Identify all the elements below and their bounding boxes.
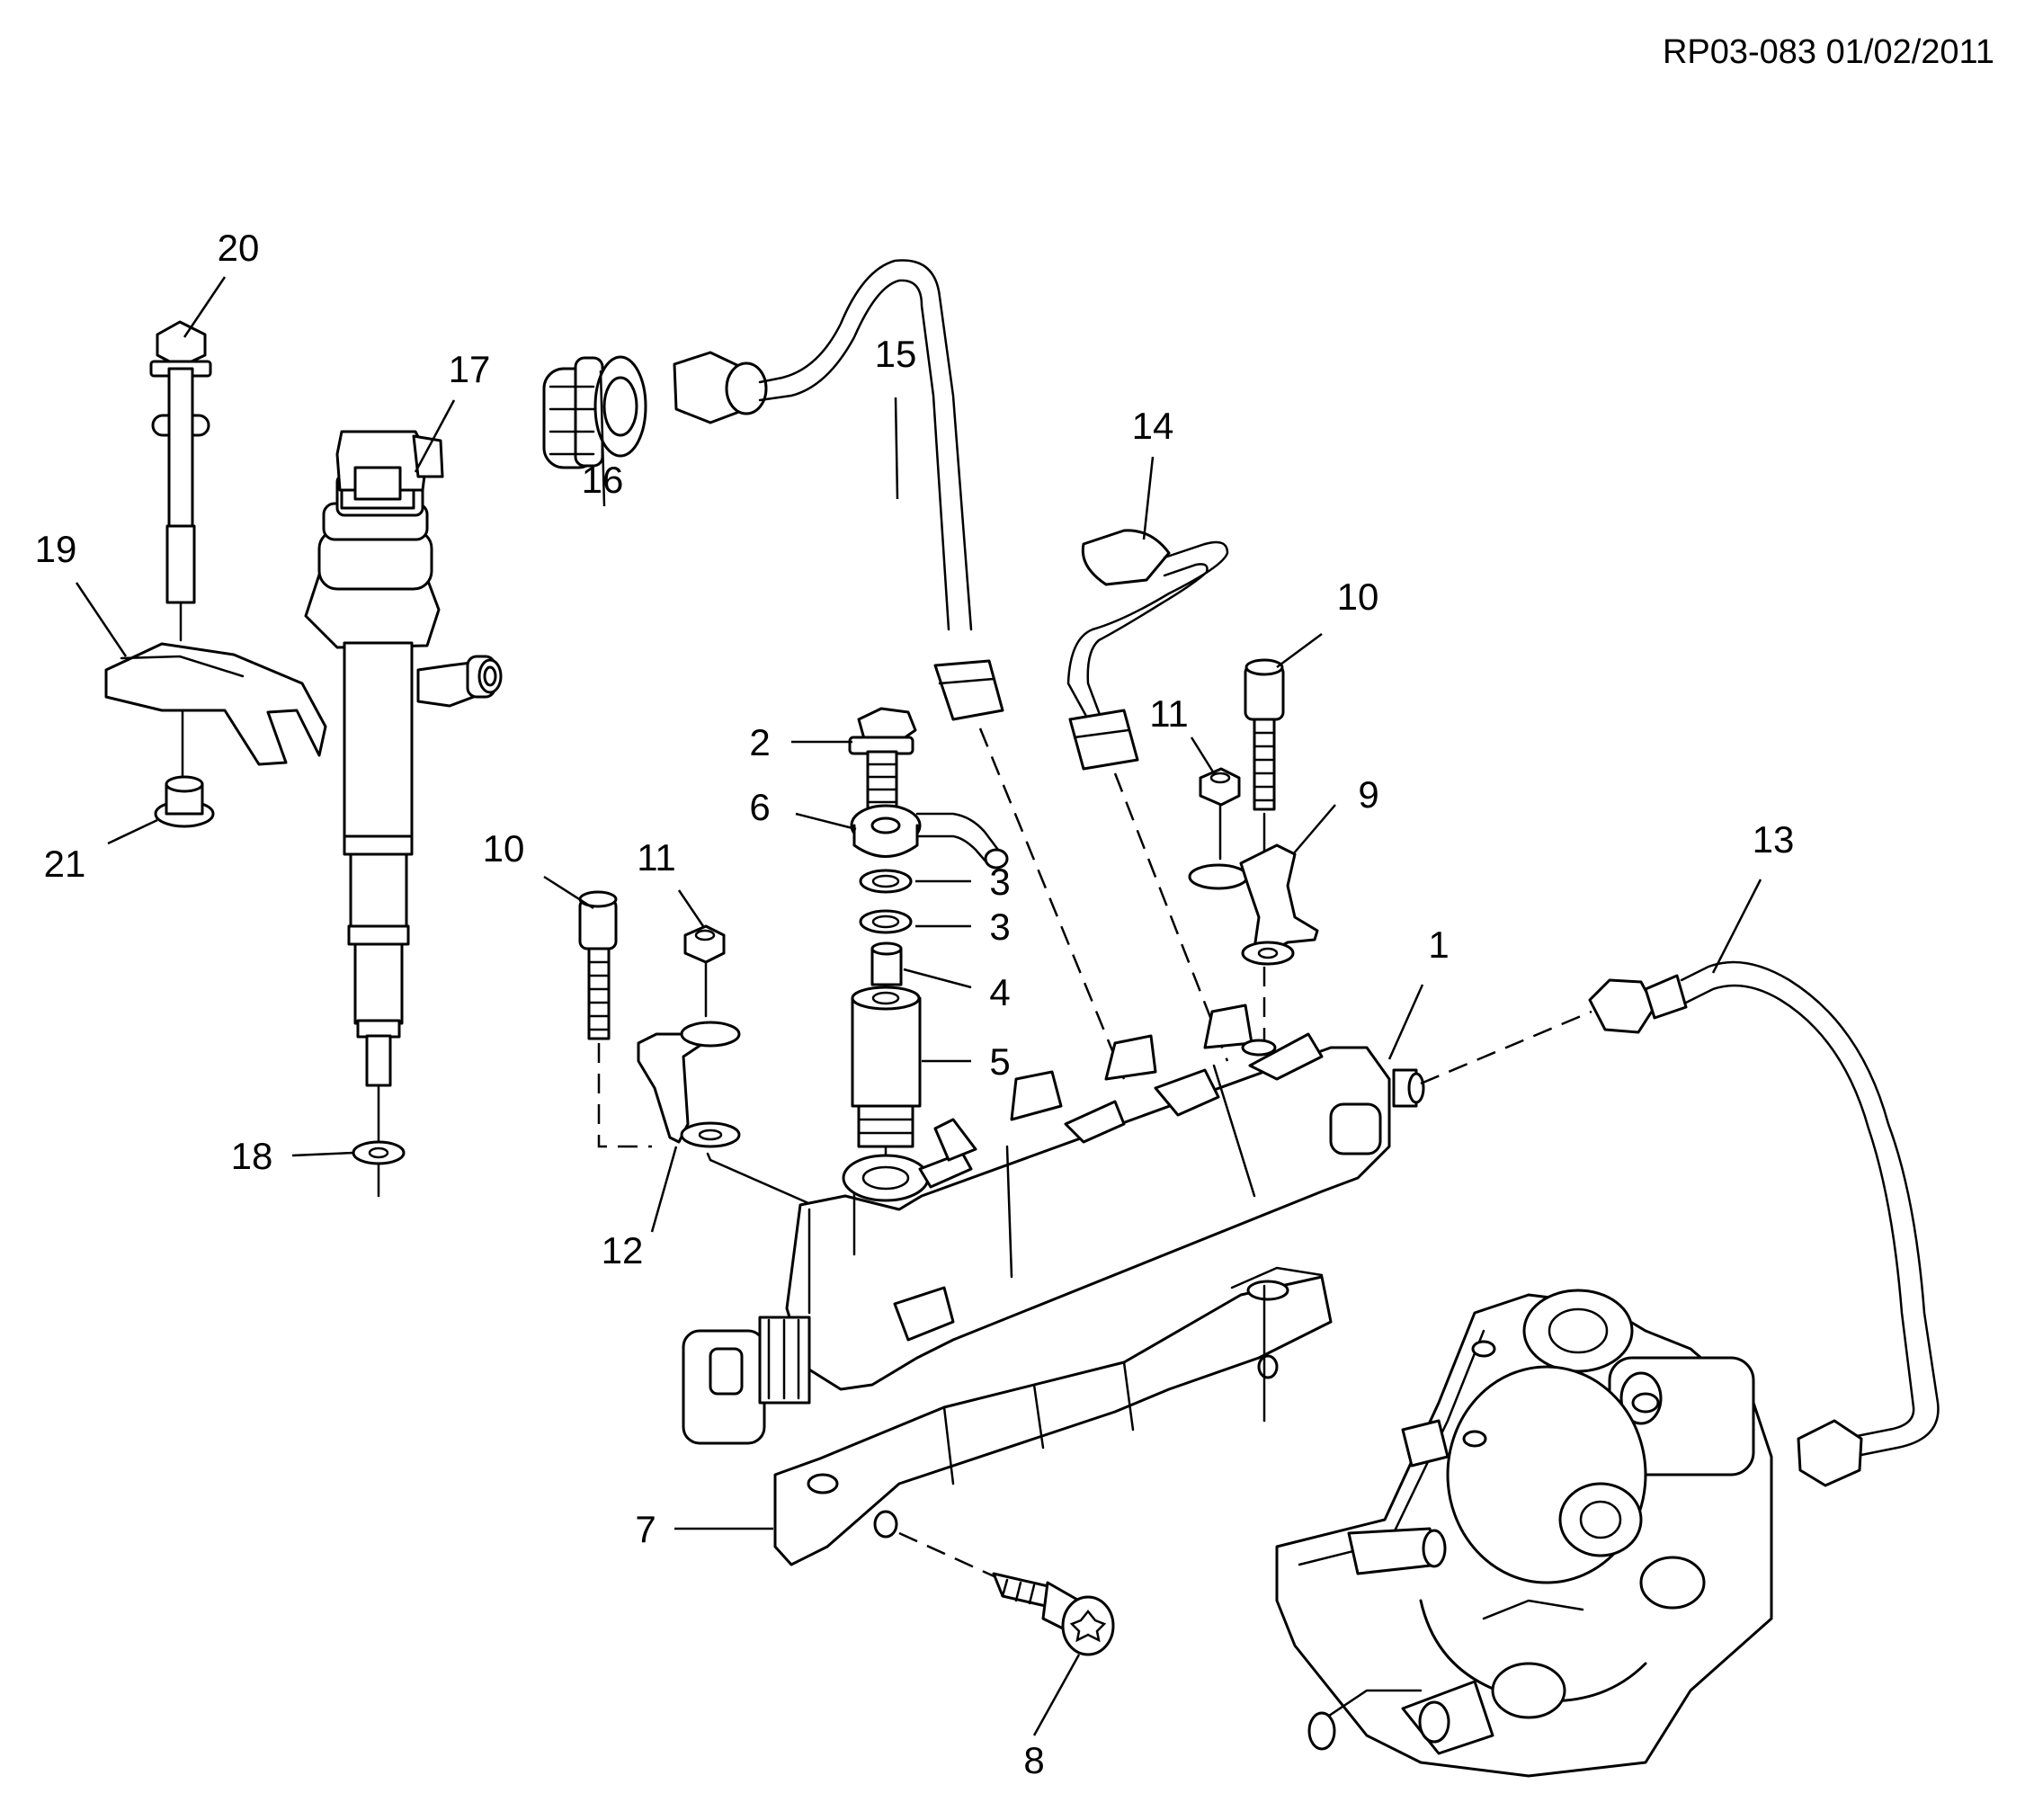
banjo-union [850,804,1009,870]
banjo-bolt [848,707,917,816]
bracket-bolt-alignment-line [898,1531,999,1580]
document-id: RP03-083 01/02/2011 [1663,33,1994,71]
high-pressure-pipe-13 [1588,960,1940,1487]
callout-20: 20 [218,227,260,269]
bolt-left-alignment-line [597,1043,652,1148]
callout-11a: 11 [637,836,676,879]
common-fuel-rail [682,1004,1425,1445]
callout-8: 8 [1023,1739,1044,1781]
callout-19: 19 [35,528,77,570]
pressure-limiter-valve [851,986,922,1175]
callout-9: 9 [1358,773,1378,816]
callout-16: 16 [582,459,624,501]
high-pressure-pump [1275,1289,1773,1778]
bracket-9 [1188,843,1319,966]
callout-10b: 10 [1337,575,1379,618]
injector-pipe-14 [1066,529,1229,771]
callout-6: 6 [749,786,770,828]
callout-14: 14 [1132,405,1174,447]
torx-bolt [992,1572,1115,1656]
callout-3a: 3 [989,861,1010,903]
socket-bolt-left [578,890,618,1040]
callout-11b: 11 [1149,692,1189,735]
callout-2: 2 [749,721,770,763]
callout-17: 17 [449,348,491,390]
fuel-injector [304,430,503,1198]
callout-7: 7 [635,1508,656,1550]
callout-labels: 1 2 3 3 4 5 6 7 8 9 10 10 11 11 12 13 14… [35,227,1795,1781]
spacer-sleeve [870,941,903,986]
nut-right [1199,767,1241,861]
callout-5: 5 [989,1040,1010,1083]
rail-to-pipe-13-line [1420,1010,1592,1085]
callout-4: 4 [989,971,1010,1013]
callout-12: 12 [602,1229,644,1271]
callout-10a: 10 [483,827,525,870]
bracket-12 [637,1021,741,1148]
callout-13: 13 [1753,818,1795,861]
bracket-12-link-line [706,1152,825,1211]
sealing-washer-lower [859,909,913,934]
injector-pipe-15 [673,259,1004,721]
pipe-14-alignment-line [1113,772,1229,1062]
clamp-bolt-assembly [149,320,212,642]
leader-lines [75,276,1762,1736]
callout-21: 21 [44,843,86,885]
nut-left [683,924,726,1018]
rail-mounting-bracket [773,1266,1333,1566]
callout-1: 1 [1428,923,1449,966]
clamp-washer [154,775,215,828]
callout-15: 15 [875,333,917,375]
callout-18: 18 [231,1135,273,1177]
sealing-washer-upper [859,869,913,894]
pipe-connector [542,355,647,469]
callout-3b: 3 [989,906,1010,948]
pipe-15-alignment-line [978,727,1126,1080]
injector-clamp [104,642,327,784]
